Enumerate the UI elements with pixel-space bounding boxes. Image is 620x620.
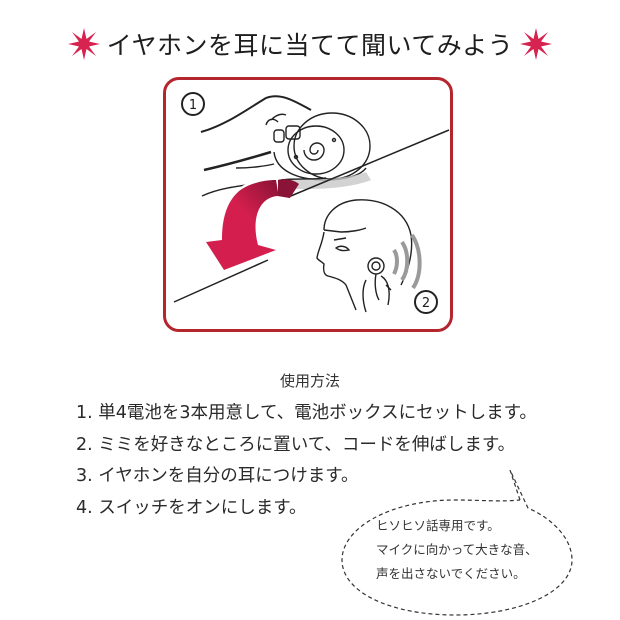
- usage-step: 4. スイッチをオンにします。: [76, 497, 307, 518]
- earphone-usage-illustration: 1: [173, 92, 450, 314]
- page-title: イヤホンを耳に当てて聞いてみよう: [106, 31, 514, 60]
- curved-arrow-icon: [201, 177, 299, 274]
- usage-steps-list: 1. 単4電池を3本用意して、電池ボックスにセットします。 2. ミミを好きなと…: [76, 398, 537, 524]
- svg-text:1: 1: [189, 98, 197, 113]
- note-line: ヒソヒソ話専用です。: [376, 518, 500, 533]
- star-icon: [520, 28, 553, 60]
- usage-heading: 使用方法: [279, 372, 340, 390]
- usage-step: 1. 単4電池を3本用意して、電池ボックスにセットします。: [76, 403, 537, 423]
- usage-step: 3. イヤホンを自分の耳につけます。: [76, 466, 359, 486]
- usage-step: 2. ミミを好きなところに置いて、コードを伸ばします。: [76, 434, 516, 455]
- step-1-marker-icon: 1: [181, 92, 205, 116]
- sound-wave-icon: [392, 233, 422, 290]
- page-header: イヤホンを耳に当てて聞いてみよう: [0, 26, 620, 62]
- divider-line: [173, 259, 269, 303]
- star-icon: [67, 28, 100, 60]
- note-speech-bubble: ヒソヒソ話専用です。 マイクに向かって大きな音、 声を出さないでください。: [340, 470, 580, 618]
- divider-line: [285, 129, 450, 199]
- speech-bubble-outline-icon: [341, 470, 573, 616]
- step-2-marker-icon: 2: [414, 290, 438, 314]
- note-text: ヒソヒソ話専用です。 マイクに向かって大きな音、 声を出さないでください。: [376, 514, 538, 586]
- illustration-frame: 1: [163, 77, 453, 332]
- svg-text:2: 2: [422, 296, 430, 311]
- note-line: マイクに向かって大きな音、: [376, 542, 538, 557]
- child-head-icon: [316, 199, 413, 313]
- note-line: 声を出さないでください。: [376, 566, 526, 581]
